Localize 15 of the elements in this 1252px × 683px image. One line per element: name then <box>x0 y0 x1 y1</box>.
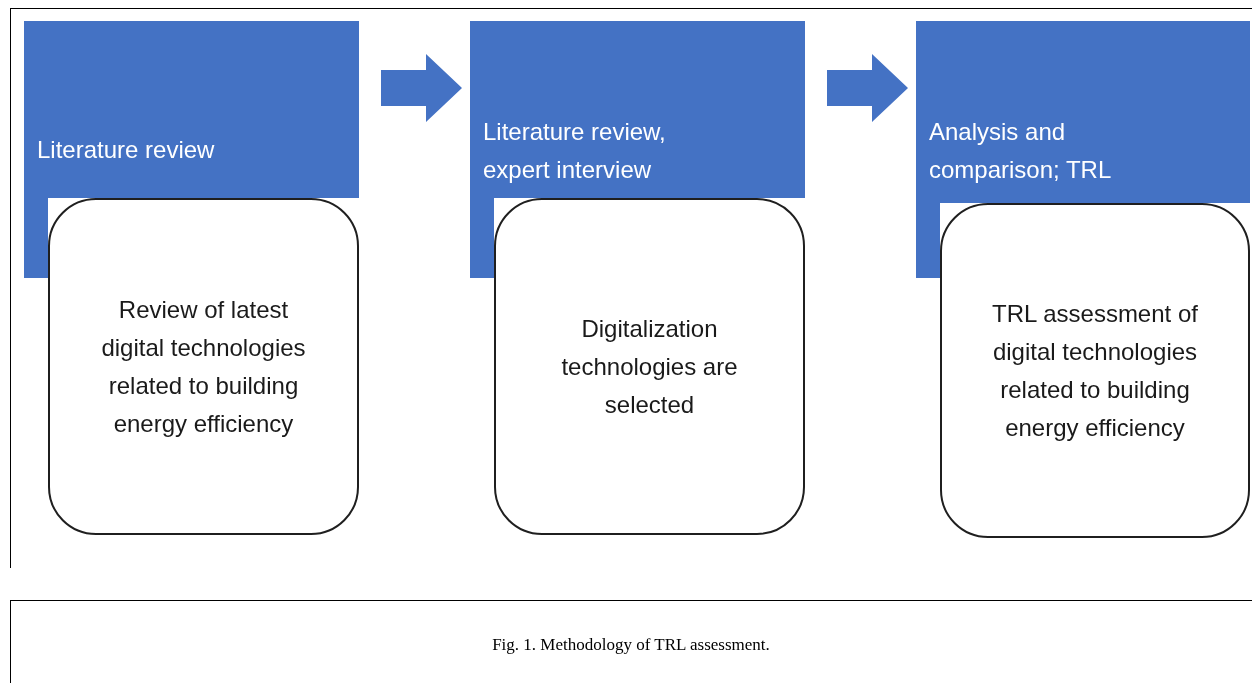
step-header-box <box>24 21 359 198</box>
step-description: TRL assessment of digital technologies related to building energy efficiency <box>991 298 1199 443</box>
step-title: Analysis and comparison; TRL <box>929 117 1113 185</box>
step-card <box>494 198 805 535</box>
step-header-box <box>916 21 1250 203</box>
step-card <box>940 203 1250 538</box>
step-card <box>48 198 359 535</box>
step-description: Digitalization technologies are selected <box>560 313 739 420</box>
block-arrow <box>381 54 462 122</box>
step-description: Review of latest digital technologies related to building energy efficiency <box>100 294 307 439</box>
step-header-box <box>470 21 805 198</box>
step-title: Literature review, expert interview <box>483 117 667 185</box>
block-arrow <box>827 54 908 122</box>
step-title: Literature review <box>37 135 216 165</box>
figure-caption: Fig. 1. Methodology of TRL assessment. <box>491 634 771 656</box>
